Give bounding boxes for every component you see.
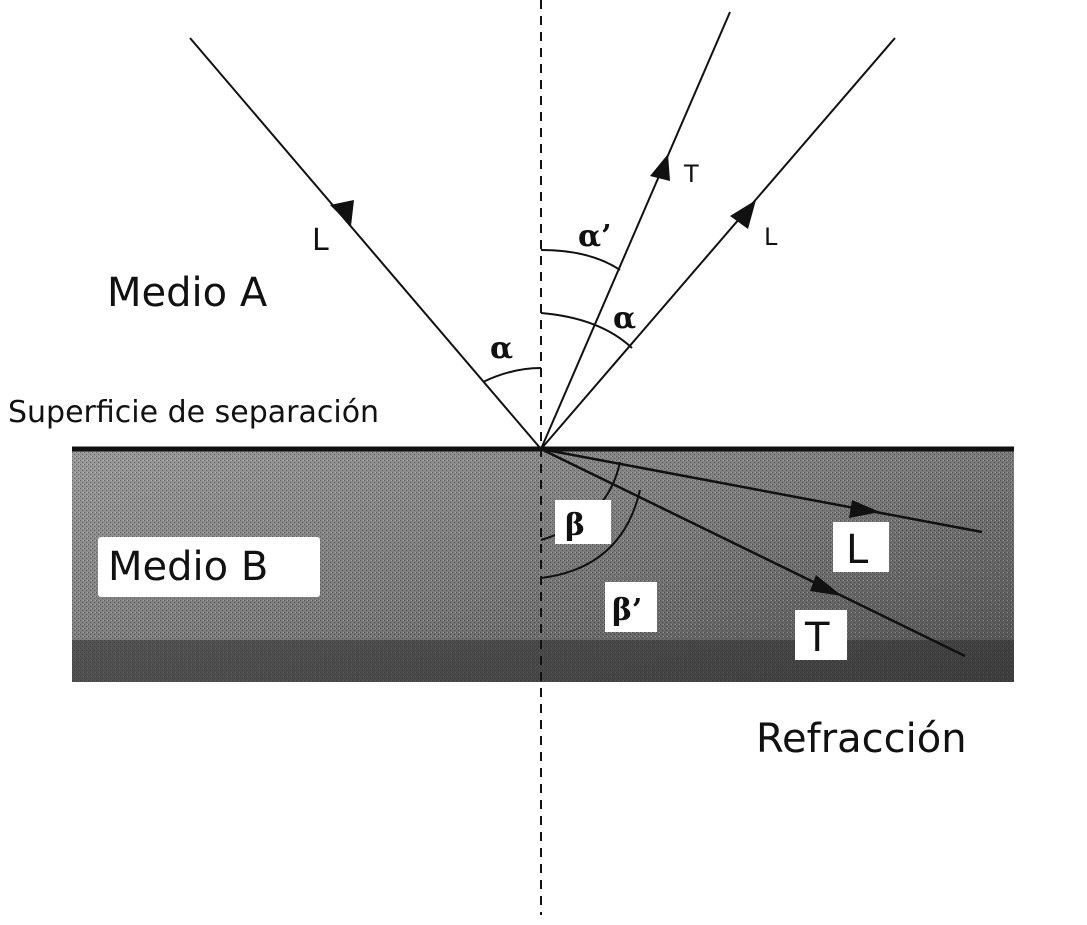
refracted-ray-l-arrow xyxy=(849,500,880,518)
beta-prime-label-bg xyxy=(605,582,657,632)
incident-ray-l xyxy=(189,37,542,450)
alpha-prime-label: α’ xyxy=(578,219,612,254)
alpha-reflected-label: α xyxy=(613,301,636,336)
beta-prime-arc xyxy=(540,489,641,579)
alpha-prime-arc xyxy=(540,249,621,271)
reflected-ray-t-arrow xyxy=(650,154,670,181)
refracted-t-label-bg xyxy=(795,610,847,660)
refracted-ray-t-arrow xyxy=(810,575,842,596)
beta-label: β xyxy=(565,508,585,543)
alpha-incident-arc xyxy=(482,367,542,383)
refracted-l-label-bg xyxy=(833,522,889,572)
incident-ray-label: L xyxy=(312,223,329,258)
reflected-l-label: L xyxy=(764,223,778,251)
refracted-l-label: L xyxy=(846,527,869,573)
medio-b-label-bg xyxy=(98,537,320,597)
alpha-reflected-arc xyxy=(540,312,633,349)
refracted-ray-t xyxy=(540,447,966,658)
beta-prime-label: β’ xyxy=(612,593,642,628)
beta-label-bg xyxy=(555,500,611,544)
alpha-incident-label: α xyxy=(490,331,513,366)
reflected-ray-l xyxy=(540,37,896,450)
reflected-ray-l-arrow xyxy=(730,200,756,229)
refracted-t-label: T xyxy=(804,615,830,661)
medio-a-label: Medio A xyxy=(107,270,268,316)
reflected-ray-t xyxy=(540,11,731,450)
reflected-t-label: T xyxy=(683,160,699,188)
medio-b-label: Medio B xyxy=(108,544,268,590)
refraccion-label: Refracción xyxy=(756,716,967,762)
incident-ray-arrow xyxy=(330,200,354,226)
superficie-label: Superficie de separación xyxy=(8,395,379,430)
refracted-ray-l xyxy=(540,447,983,534)
